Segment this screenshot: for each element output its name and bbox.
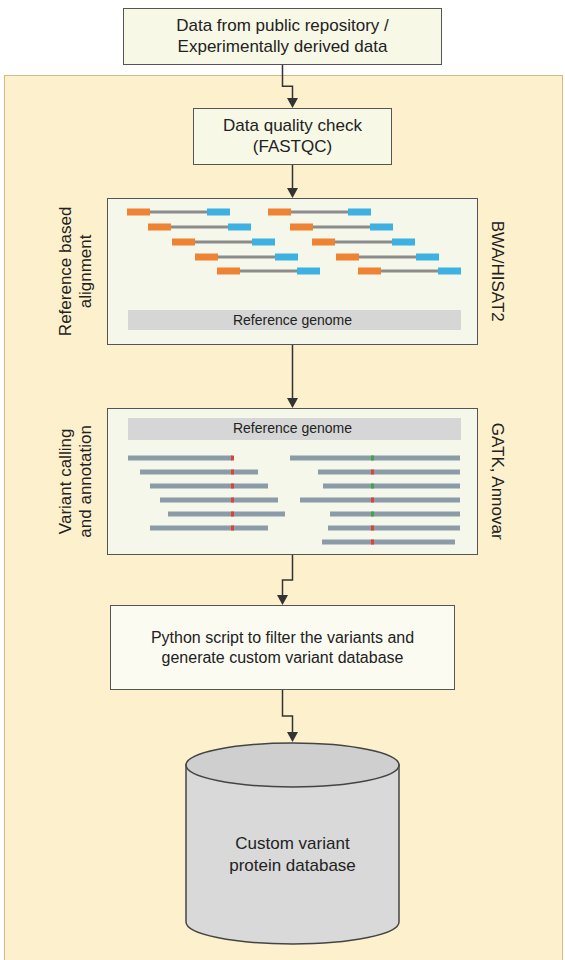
arrow-head (287, 398, 298, 408)
flow-arrow (277, 555, 293, 605)
connector-line (283, 555, 293, 596)
aligned-reads (128, 456, 460, 545)
read-bar (168, 512, 285, 517)
variant-mark (231, 512, 234, 517)
tool-label: GATK, Annovar (486, 413, 506, 548)
read-gap (147, 211, 209, 214)
alignment-box: Reference based alignmentReference genom… (107, 198, 478, 345)
read-gap (310, 226, 372, 229)
reference-label: Reference genome (108, 418, 477, 438)
box-fill (107, 408, 478, 555)
read-end (438, 268, 461, 275)
read-end (217, 268, 240, 275)
read-bar (300, 498, 460, 503)
read-gap (332, 241, 394, 244)
box-label: Data from public repository / Experiment… (134, 15, 431, 58)
read-gap (168, 226, 230, 229)
read-end (358, 268, 381, 275)
read-end (207, 209, 230, 216)
cylinder-body (186, 764, 399, 944)
read-gap (192, 241, 254, 244)
variant-mark (371, 484, 374, 489)
arrow-head (287, 732, 298, 742)
read-end (275, 254, 298, 261)
read-end (297, 268, 320, 275)
variant-mark (371, 540, 374, 545)
connector-line (292, 345, 294, 399)
flow-arrow (287, 165, 298, 199)
database-cylinder: Custom variant protein database (185, 742, 400, 945)
read-bar (328, 526, 460, 531)
read-end (228, 224, 251, 231)
step-heading: Variant calling and annotation (56, 414, 97, 549)
source-box: Data from public repository / Experiment… (123, 8, 442, 65)
read-end (195, 254, 218, 261)
process-box: Data quality check (FASTQC) (193, 108, 392, 165)
read-bar (322, 540, 455, 545)
read-end (312, 239, 335, 246)
read-end (392, 239, 415, 246)
read-bar (330, 512, 460, 517)
database-label: Custom variant protein database (208, 833, 378, 876)
box-label: Python script to filter the variants and… (121, 628, 444, 668)
cylinder-top (186, 743, 399, 787)
flow-arrow (283, 690, 299, 742)
read-end (290, 224, 313, 231)
connector-line (283, 690, 293, 733)
read-bar (150, 526, 268, 531)
read-gap (356, 256, 418, 259)
read-end (348, 209, 371, 216)
variant-mark (231, 484, 234, 489)
process-box: Python script to filter the variants and… (110, 605, 455, 690)
read-bar (160, 498, 278, 503)
flow-arrow (287, 345, 298, 408)
read-end (268, 209, 291, 216)
arrow-head (287, 188, 298, 198)
read-end (172, 239, 195, 246)
read-bar (290, 456, 460, 461)
variant-mark (371, 498, 374, 503)
read-end (127, 209, 150, 216)
read-bar (128, 456, 232, 461)
variant-mark (371, 470, 374, 475)
read-gap (378, 270, 440, 273)
read-gap (288, 211, 350, 214)
read-gap (237, 270, 299, 273)
read-end (148, 224, 171, 231)
read-bar (140, 470, 258, 475)
variant-mark (231, 498, 234, 503)
read-bar (150, 484, 268, 489)
arrow-head (277, 595, 288, 605)
connector-line (292, 165, 294, 190)
read-bar (323, 484, 460, 489)
variant-mark (231, 470, 234, 475)
flow-arrow (283, 65, 299, 109)
reference-label: Reference genome (108, 310, 477, 330)
variant-mark (371, 526, 374, 531)
read-bar (318, 470, 460, 475)
variant-box: Variant calling and annotationReference … (107, 408, 478, 555)
variant-mark (371, 512, 374, 517)
paired-reads (127, 209, 461, 275)
read-end (336, 254, 359, 261)
read-end (370, 224, 393, 231)
read-gap (215, 256, 277, 259)
read-end (416, 254, 439, 261)
variant-mark (231, 456, 234, 461)
box-label: Data quality check (FASTQC) (204, 115, 381, 158)
tool-label: BWA/HISAT2 (486, 203, 506, 338)
box-fill (107, 198, 478, 345)
variant-mark (231, 526, 234, 531)
step-heading: Reference based alignment (56, 204, 97, 339)
variant-mark (371, 456, 374, 461)
connector-line (283, 65, 293, 100)
read-end (252, 239, 275, 246)
arrow-head (287, 98, 298, 108)
